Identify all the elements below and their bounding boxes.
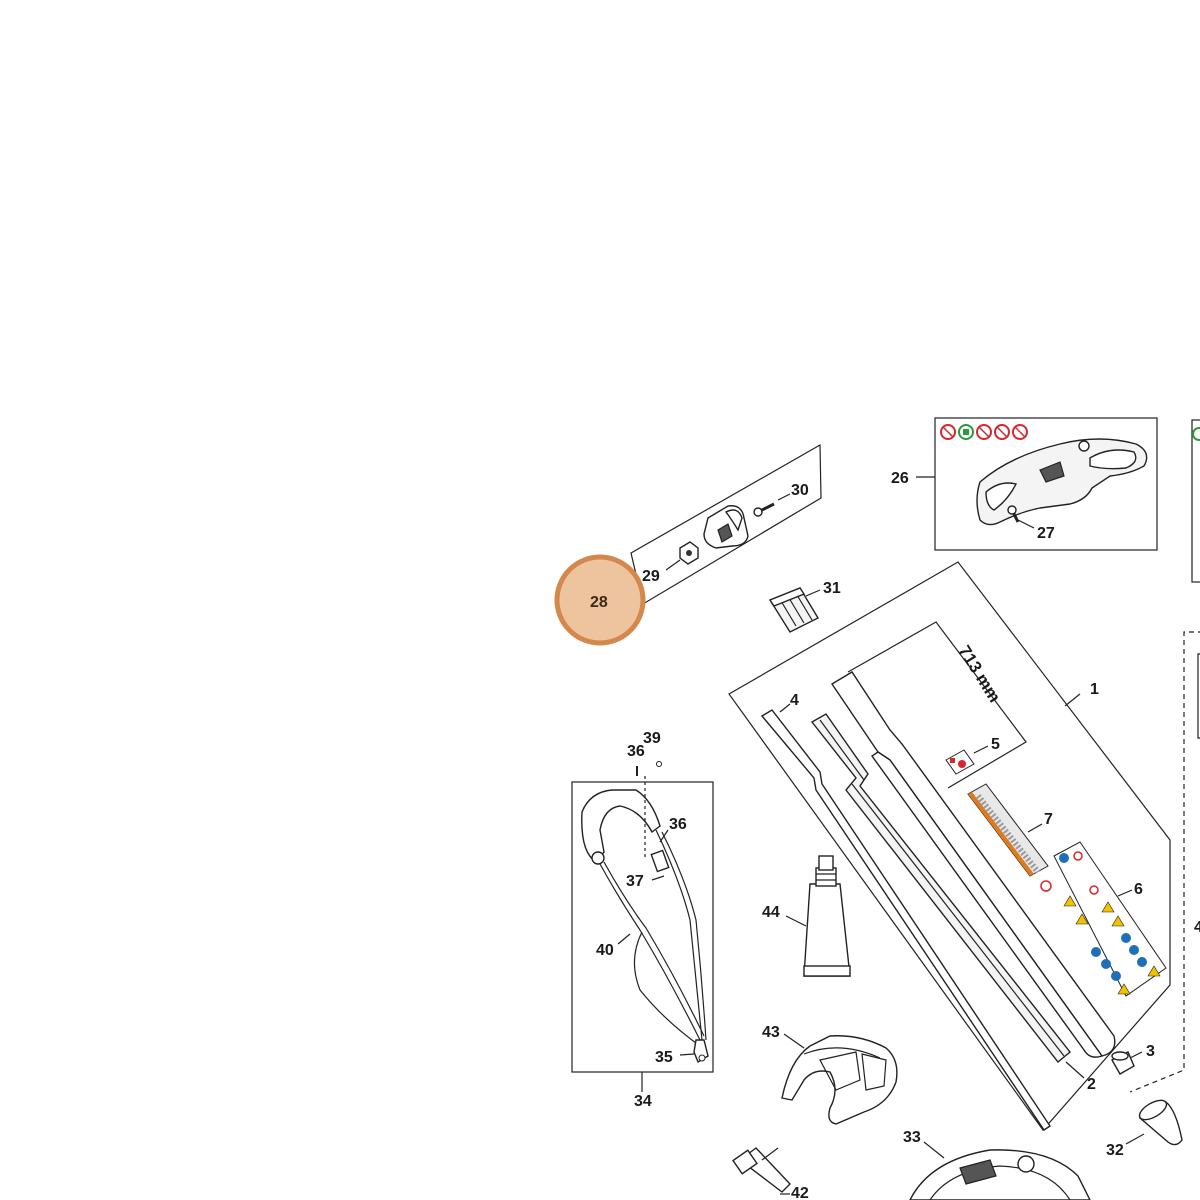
- callout-1-label[interactable]: 1: [1090, 681, 1099, 698]
- callout-44-label[interactable]: 44: [762, 904, 780, 921]
- sticker-6: [1040, 841, 1167, 997]
- callout-40-label[interactable]: 40: [596, 942, 614, 959]
- callout-27-label[interactable]: 27: [1037, 525, 1055, 542]
- callout-36-label[interactable]: 36: [669, 816, 687, 833]
- callout-32-label[interactable]: 32: [1106, 1142, 1124, 1159]
- callout-5-label[interactable]: 5: [991, 736, 1000, 753]
- check-icon: [1192, 427, 1200, 441]
- callout-3-label[interactable]: 3: [1146, 1043, 1155, 1060]
- callout-26-label[interactable]: 26: [891, 470, 909, 487]
- callout-28-label: 28: [590, 594, 608, 611]
- switch-assembly-group: [615, 443, 822, 605]
- callout-34-label[interactable]: 34: [634, 1093, 652, 1110]
- callout-6-label[interactable]: 6: [1134, 881, 1143, 898]
- grease-tube-44: [785, 855, 851, 977]
- dimension-713mm: 713 mm: [955, 642, 1005, 706]
- screw-27: [1007, 505, 1020, 523]
- callout-7-label[interactable]: 7: [1044, 811, 1053, 828]
- callout-37-label[interactable]: 37: [626, 873, 644, 890]
- callout-33-label[interactable]: 33: [903, 1129, 921, 1146]
- wrench-42: [732, 1147, 791, 1195]
- handle-assembly-group: [916, 417, 1158, 551]
- callout-31-label[interactable]: 31: [823, 580, 841, 597]
- safety-glasses-43: [781, 1033, 898, 1125]
- callout-2-label[interactable]: 2: [1087, 1076, 1096, 1093]
- callout-43-label[interactable]: 43: [762, 1024, 780, 1041]
- partial-panel-right: [1191, 419, 1200, 583]
- nut-29: [679, 541, 699, 565]
- drive-tube-assembly-group: 713 mm: [728, 561, 1171, 1131]
- sticker-5: [945, 749, 975, 775]
- partial-callout-right: 4: [1194, 919, 1200, 936]
- callout-29-label[interactable]: 29: [642, 568, 660, 585]
- callout-42-label[interactable]: 42: [791, 1185, 809, 1200]
- callout-30-label[interactable]: 30: [791, 482, 809, 499]
- cap-32: [1125, 1099, 1183, 1146]
- callout-4-label[interactable]: 4: [790, 692, 799, 709]
- bushing-3: [1111, 1051, 1135, 1075]
- callout-28-highlight[interactable]: 28: [554, 554, 646, 646]
- screw-30: [753, 502, 775, 517]
- guard-33: [909, 1141, 1091, 1200]
- dashed-boundary: [1129, 631, 1200, 1093]
- sticker-7: [967, 783, 1049, 877]
- harness-group: [571, 761, 714, 1092]
- damper-31: [768, 587, 819, 633]
- callout-39-label[interactable]: 39: [643, 730, 661, 747]
- safety-pictograms: [940, 424, 1028, 440]
- callout-35-label[interactable]: 35: [655, 1049, 673, 1066]
- callout-36b-label[interactable]: 36: [627, 743, 645, 760]
